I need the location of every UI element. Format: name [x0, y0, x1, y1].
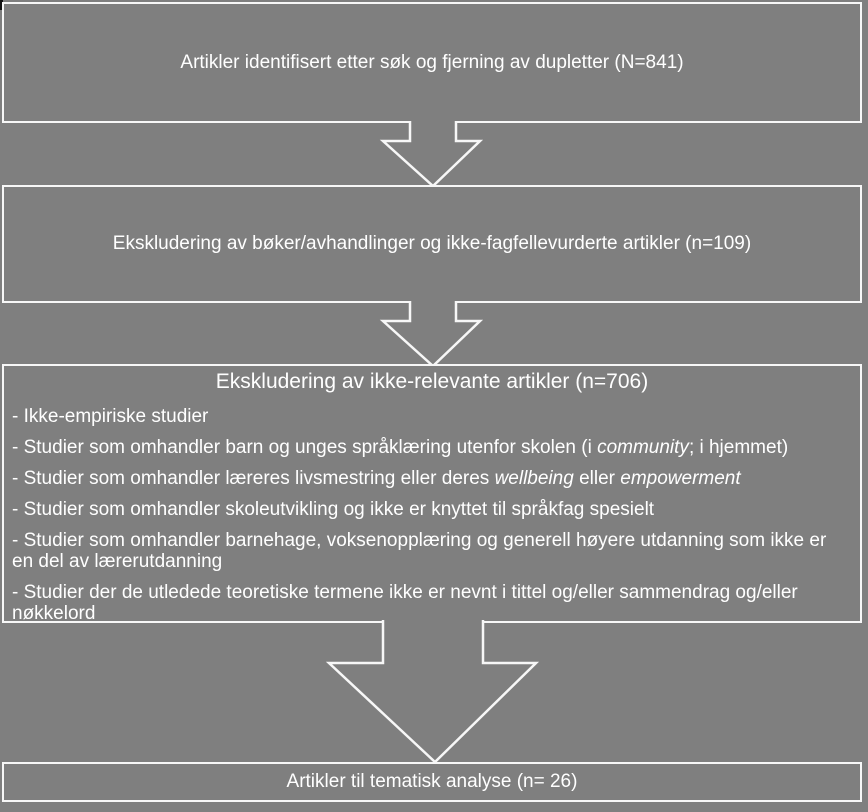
- exclusion-criterion: - Studier som omhandler læreres livsmest…: [12, 468, 741, 489]
- flow-box-included: Artikler til tematisk analyse (n= 26): [2, 762, 862, 802]
- exclusion-criterion: - Studier som omhandler barn og unges sp…: [12, 437, 789, 458]
- exclusion-criterion: - Studier som omhandler barnehage, vokse…: [12, 530, 827, 572]
- down-arrow-3: [325, 620, 540, 764]
- box-excluded-books-label: Ekskludering av bøker/avhandlinger og ik…: [112, 233, 752, 254]
- exclusion-criterion: - Studier som omhandler skoleutvikling o…: [12, 499, 655, 520]
- box-identified-label: Artikler identifisert etter søk og fjern…: [180, 51, 684, 73]
- flow-box-excluded-books: Ekskludering av bøker/avhandlinger og ik…: [2, 185, 862, 303]
- exclusion-criterion: - Studier der de utledede teoretiske ter…: [12, 582, 798, 624]
- down-arrow-1: [379, 121, 484, 188]
- excluded-irrelevant-title: Ekskludering av ikke-relevante artikler …: [215, 370, 649, 393]
- flow-box-excluded-irrelevant: Ekskludering av ikke-relevante artikler …: [2, 364, 862, 624]
- corner-artifact: [0, 0, 3, 10]
- box-included-label: Artikler til tematisk analyse (n= 26): [286, 771, 578, 792]
- exclusion-criterion: - Ikke-empiriske studier: [12, 406, 209, 427]
- down-arrow-2: [379, 301, 484, 368]
- flow-box-identified: Artikler identifisert etter søk og fjern…: [2, 2, 862, 123]
- exclusion-criteria-list: - Ikke-empiriske studier - Studier som om…: [4, 406, 860, 624]
